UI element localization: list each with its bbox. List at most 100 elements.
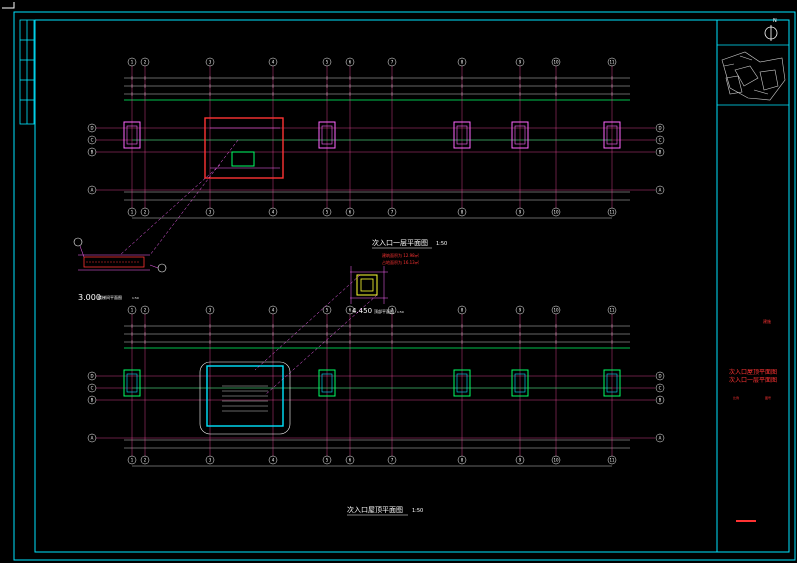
grid-bubble <box>387 207 397 217</box>
column-detail-scale: 1:50 <box>397 310 404 314</box>
grid-label: 1 <box>131 458 134 463</box>
column-detail-elevation: 4.450 <box>352 307 372 315</box>
grid-bubble <box>268 207 278 217</box>
grid-bubble <box>140 455 150 465</box>
roof-parapet <box>206 365 284 427</box>
column-core <box>456 125 468 145</box>
column-core <box>606 125 618 145</box>
grid-bubble <box>322 57 332 67</box>
column-pier <box>511 121 529 149</box>
column-pier <box>453 121 471 149</box>
grid-label: 4 <box>272 210 275 215</box>
bottom-plan-scale: 1:50 <box>412 508 423 514</box>
grid-bubble <box>205 57 215 67</box>
grid-label: 10 <box>553 60 559 65</box>
drawing-frame <box>34 19 790 553</box>
column-detail <box>350 266 388 304</box>
grid-label: 5 <box>326 60 329 65</box>
grid-bubble <box>345 455 355 465</box>
stair-core-opening <box>231 151 255 167</box>
grid-bubble <box>457 207 467 217</box>
grid-label: 11 <box>609 458 615 463</box>
grid-label: C <box>659 138 662 143</box>
drawing-title: 次入口一层平面图 <box>729 376 777 384</box>
grid-label: A <box>91 436 94 441</box>
top-plan-title: 次入口一层平面图 <box>372 238 428 247</box>
grid-label: 1 <box>131 210 134 215</box>
grid-label: 11 <box>609 210 615 215</box>
column-pier <box>123 369 141 397</box>
grid-bubble <box>655 395 665 405</box>
grid-bubble <box>607 455 617 465</box>
grid-bubble <box>205 207 215 217</box>
column-core <box>126 373 138 393</box>
column-core <box>606 373 618 393</box>
column-pier <box>123 121 141 149</box>
column-pier <box>318 369 336 397</box>
grid-bubble <box>551 57 561 67</box>
column-core <box>321 125 333 145</box>
stair-detail <box>73 237 167 273</box>
grid-bubble <box>515 207 525 217</box>
grid-label: 9 <box>519 308 522 313</box>
grid-bubble <box>345 207 355 217</box>
stair-core-detail <box>210 127 280 169</box>
site-plan-thumbnail <box>721 51 786 101</box>
grid-label: 8 <box>461 458 464 463</box>
grid-label: B <box>659 150 662 155</box>
grid-bubble <box>655 433 665 443</box>
grid-label: 5 <box>326 210 329 215</box>
grid-label: 3 <box>209 458 212 463</box>
grid-label: 3 <box>209 60 212 65</box>
grid-label: 7 <box>391 458 394 463</box>
grid-bubble <box>140 207 150 217</box>
grid-label: 4 <box>272 308 275 313</box>
grid-bubble <box>457 455 467 465</box>
grid-bubble <box>655 371 665 381</box>
column-pier <box>453 369 471 397</box>
north-symbol: N <box>773 18 777 24</box>
grid-label: 4 <box>272 60 275 65</box>
grid-label: 8 <box>461 210 464 215</box>
grid-label: 5 <box>326 458 329 463</box>
grid-bubble <box>551 207 561 217</box>
column-core <box>456 373 468 393</box>
detail-leaders <box>119 139 378 396</box>
grid-label: B <box>91 398 94 403</box>
title-tag: 建施 <box>763 318 771 324</box>
grid-bubble <box>140 57 150 67</box>
grid-bubble <box>515 455 525 465</box>
column-pier <box>511 369 529 397</box>
project-title: 次入口屋顶平面图 <box>729 368 777 376</box>
grid-label: 2 <box>144 210 147 215</box>
grid-bubble <box>457 57 467 67</box>
grid-bubble <box>387 305 397 315</box>
grid-label: D <box>658 374 661 379</box>
grid-bubble <box>268 57 278 67</box>
grid-bubble <box>205 455 215 465</box>
column-core <box>321 373 333 393</box>
grid-label: 5 <box>326 308 329 313</box>
grid-bubble <box>268 305 278 315</box>
grid-label: 7 <box>391 308 394 313</box>
grid-bubble <box>345 57 355 67</box>
grid-label: D <box>90 374 93 379</box>
grid-bubble <box>87 185 97 195</box>
grid-bubble <box>655 123 665 133</box>
grid-label: 1 <box>131 60 134 65</box>
bottom-plan-title: 次入口屋顶平面图 <box>347 505 403 514</box>
column-pier <box>603 369 621 397</box>
sheet-number-label: 图号 <box>765 395 771 400</box>
column-detail-caption: 顶部平面图 <box>374 308 394 314</box>
grid-label: 3 <box>209 210 212 215</box>
grid-bubble <box>140 305 150 315</box>
grid-bubble <box>515 57 525 67</box>
sheet-stamp-bar <box>736 520 756 522</box>
grid-label: D <box>658 126 661 131</box>
grid-bubble <box>127 455 137 465</box>
stair-detail-caption: 楼梯间平面图 <box>98 294 122 300</box>
grid-label: 4 <box>272 458 275 463</box>
grid-bubble <box>322 455 332 465</box>
